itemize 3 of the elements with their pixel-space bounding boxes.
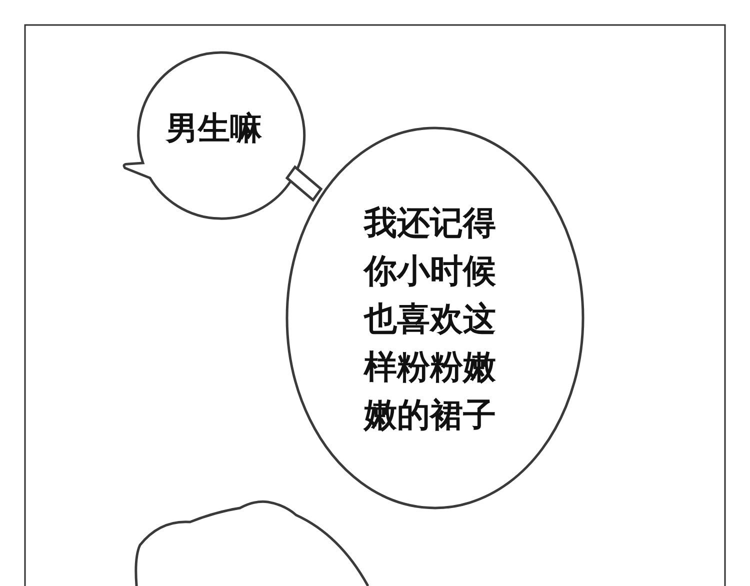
dialogue-text: 男生嘛 <box>166 108 263 148</box>
dialogue-text: 我还记得你小时候也喜欢这样粉粉嫩嫩的裙子 <box>364 202 497 436</box>
bubble-connector <box>285 165 323 202</box>
